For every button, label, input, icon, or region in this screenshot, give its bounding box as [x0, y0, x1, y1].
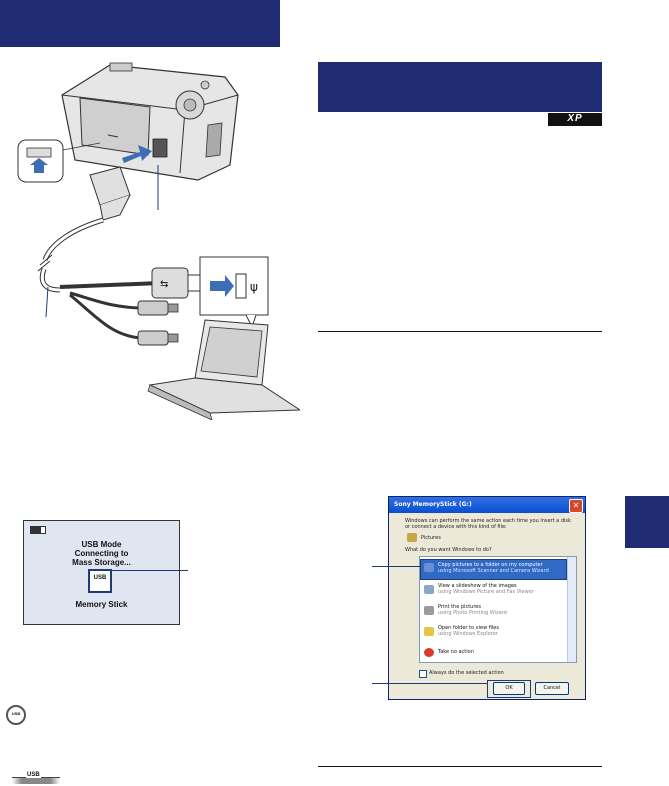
pictures-icon — [407, 533, 417, 542]
autoplay-dialog: Sony MemoryStick (G:) ✕ Windows can perf… — [388, 496, 586, 700]
printer-icon — [424, 606, 434, 615]
autoplay-option-selected[interactable] — [420, 559, 567, 580]
option-copy-label: Copy pictures to a folder on my computer — [438, 562, 543, 568]
laptop-illustration — [147, 319, 300, 420]
list-scrollbar[interactable] — [567, 557, 576, 662]
cancel-button[interactable]: Cancel — [535, 682, 569, 695]
usb-bar-legend-icon: USB — [12, 772, 60, 784]
option-print-label: Print the pictures — [438, 604, 481, 610]
lcd-callout-line — [108, 570, 188, 571]
usb-access-indicator: USB — [88, 569, 112, 593]
windows-xp-badge: XP — [548, 113, 602, 126]
option-open-folder-sub: using Windows Explorer — [438, 631, 498, 637]
autoplay-dialog-titlebar: Sony MemoryStick (G:) ✕ — [389, 497, 585, 513]
camera-connection-illustration: ⇆ ψ — [17, 62, 300, 420]
autoplay-action-list[interactable]: Copy pictures to a folder on my computer… — [419, 556, 577, 663]
ok-button[interactable]: OK — [493, 682, 525, 695]
section-divider-1 — [318, 331, 602, 332]
always-do-label: Always do the selected action — [429, 670, 504, 676]
autoplay-intro-text: Windows can perform the same action each… — [405, 518, 571, 530]
section-header-bar-left — [0, 0, 280, 47]
option-slideshow-sub: using Windows Picture and Fax Viewer — [438, 589, 534, 595]
lcd-line-mass-storage: Mass Storage... — [72, 558, 131, 567]
section-header-bar-right — [318, 62, 602, 112]
usb-access-legend-icon: USB — [6, 705, 26, 725]
option-slideshow-label: View a slideshow of the images — [438, 583, 517, 589]
copy-pictures-icon — [424, 563, 434, 572]
autoplay-dialog-title: Sony MemoryStick (G:) — [394, 501, 472, 508]
lcd-line-usb-mode: USB Mode — [81, 540, 122, 549]
option-open-folder-label: Open folder to view files — [438, 625, 499, 631]
autoplay-option-print[interactable]: Print the pictures using Photo Printing … — [438, 604, 507, 616]
chapter-side-tab — [625, 496, 669, 548]
dialog-callout-copy — [372, 566, 420, 567]
battery-icon — [30, 526, 46, 534]
autoplay-file-type: Pictures — [421, 535, 441, 541]
ok-button-highlight — [487, 680, 531, 698]
always-do-checkbox[interactable] — [419, 670, 427, 678]
autoplay-question: What do you want Windows to do? — [405, 547, 492, 553]
dialog-callout-ok — [372, 683, 488, 684]
folder-icon — [424, 627, 434, 636]
slideshow-icon — [424, 585, 434, 594]
svg-text:⇆: ⇆ — [160, 279, 168, 290]
usb-access-icon: USB — [93, 575, 107, 581]
autoplay-option-no-action[interactable]: Take no action — [438, 649, 474, 655]
multi-connector-inset — [17, 139, 101, 183]
autoplay-option-copy[interactable]: Copy pictures to a folder on my computer… — [438, 562, 549, 574]
camera-illustration — [61, 62, 239, 181]
lcd-line-connecting: Connecting to — [74, 549, 129, 558]
no-action-icon — [424, 648, 434, 657]
usb-access-legend-label: USB — [11, 711, 21, 716]
camera-lcd-screen: USB Mode Connecting to Mass Storage... U… — [23, 520, 180, 625]
close-icon[interactable]: ✕ — [569, 499, 583, 513]
option-copy-sub: using Microsoft Scanner and Camera Wizar… — [438, 568, 549, 574]
autoplay-option-slideshow[interactable]: View a slideshow of the images using Win… — [438, 583, 534, 595]
autoplay-option-open-folder[interactable]: Open folder to view files using Windows … — [438, 625, 499, 637]
lcd-footer-memory-stick: Memory Stick — [75, 600, 128, 609]
option-no-action-label: Take no action — [438, 649, 474, 655]
section-divider-2 — [318, 766, 602, 767]
option-print-sub: using Photo Printing Wizard — [438, 610, 507, 616]
svg-text:ψ: ψ — [250, 280, 258, 294]
usb-bar-legend-label: USB — [26, 772, 41, 778]
